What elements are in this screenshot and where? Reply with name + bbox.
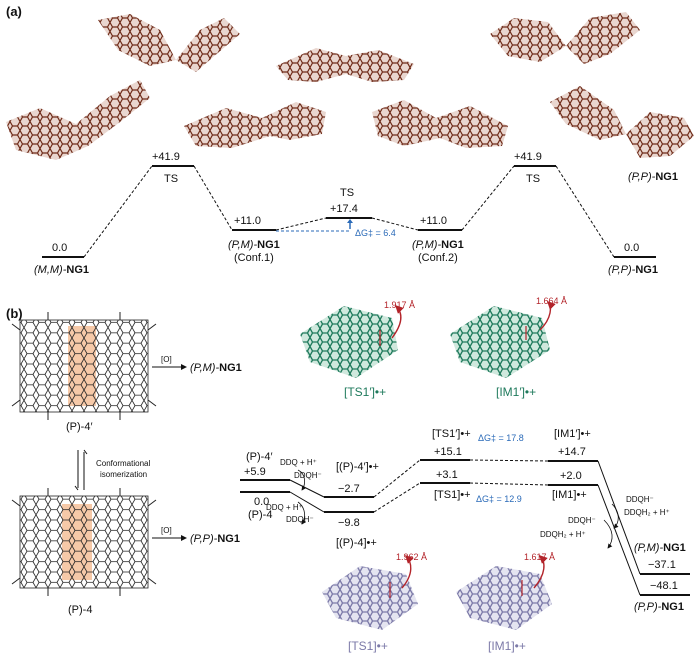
conf1-sub: (Conf.1)	[234, 252, 274, 264]
rc-prime-label: [(P)-4′]•+	[336, 461, 379, 473]
ddqh2-right-2: DDQH₂ + H⁺	[540, 530, 586, 539]
p-4-energy: 0.0	[254, 496, 269, 508]
compound-p-4prime: (P)-4′	[66, 421, 93, 433]
compound-p-4: (P)-4	[68, 604, 92, 616]
ts-mid-energy: +17.4	[330, 203, 358, 215]
panel-a-label: (a)	[6, 4, 22, 19]
ts1-distance: 1.962 Å	[396, 552, 427, 562]
ts1-dg: ΔG‡ = 12.9	[476, 494, 522, 504]
top-product-label: (P,M)-NG1	[190, 362, 242, 374]
pm-ng1-profile-label: (P,M)-NG1	[634, 542, 686, 554]
ts-right-label: TS	[526, 173, 540, 185]
ddq-bottom: DDQ + H⁺	[266, 503, 303, 512]
p-4-profile-label: (P)-4	[248, 509, 272, 521]
conf2-energy: +11.0	[420, 215, 447, 227]
ts1-structure-label: [TS1]•+	[348, 639, 388, 653]
rc-label: [(P)-4]•+	[336, 537, 377, 549]
ts1prime-profile-label: [TS1′]•+	[432, 428, 471, 440]
conf1-energy: +11.0	[234, 215, 261, 227]
ts1prime-distance: 1.917 Å	[384, 300, 415, 310]
ddq-top: DDQ + H⁺	[280, 458, 317, 467]
molecule-render-pp-ng1	[550, 86, 694, 158]
conf2-label: (P,M)-NG1	[412, 239, 464, 251]
equilibrium-line1: Conformational	[96, 459, 150, 468]
molecule-render-ts-left	[98, 14, 240, 72]
oxidant-top: [O]	[161, 355, 172, 364]
im1-distance: 1.617 Å	[524, 552, 555, 562]
ts-mid-dg: ΔG‡ = 6.4	[355, 228, 396, 238]
conf1-label: (P,M)-NG1	[228, 239, 280, 251]
ddqh-right-1: DDQH⁻	[626, 495, 654, 504]
structure-render-ts1	[322, 555, 418, 630]
ddqh2-right-1: DDQH₂ + H⁺	[624, 508, 670, 517]
ts-right-energy: +41.9	[514, 151, 542, 163]
molecule-render-ts-mid	[276, 48, 414, 82]
equilibrium-line2: isomerization	[100, 470, 147, 479]
bottom-product-label: (P,P)-NG1	[190, 533, 240, 545]
molecule-render-ts-right	[490, 12, 640, 64]
panel-b-energy-profile	[240, 459, 690, 596]
mm-ng1-label: (M,M)-NG1	[34, 264, 89, 276]
structure-p-4	[11, 488, 157, 596]
oxidant-bottom: [O]	[161, 526, 172, 535]
structure-render-im1	[456, 555, 552, 630]
ts1-energy: +3.1	[436, 469, 458, 481]
structure-render-im1prime	[450, 301, 556, 378]
p-4prime-energy: +5.9	[244, 466, 266, 478]
pm-ng1-energy: −37.1	[648, 559, 676, 571]
pp-ng1-top-label: (P,P)-NG1	[628, 171, 678, 183]
ts1prime-structure-label: [TS1′]•+	[344, 385, 386, 399]
molecule-render-conf1	[184, 102, 326, 148]
rc-prime-energy: −2.7	[338, 483, 360, 495]
ddqh-top: DDQH⁻	[294, 471, 322, 480]
pp-ng1-energy: 0.0	[624, 242, 639, 254]
mm-ng1-energy: 0.0	[52, 242, 67, 254]
ts1-profile-label: [TS1]•+	[434, 489, 471, 501]
panel-b-label: (b)	[6, 306, 23, 321]
ts-left-energy: +41.9	[152, 151, 180, 163]
conf2-sub: (Conf.2)	[418, 252, 458, 264]
rc-energy: −9.8	[338, 517, 360, 529]
pp-ng1-b-energy: −48.1	[650, 580, 678, 592]
molecule-render-conf2	[372, 100, 508, 148]
im1prime-energy: +14.7	[558, 446, 586, 458]
im1-energy: +2.0	[560, 470, 582, 482]
im1prime-profile-label: [IM1′]•+	[554, 428, 591, 440]
im1-structure-label: [IM1]•+	[488, 639, 526, 653]
molecule-render-mm-ng1	[6, 80, 150, 160]
ts-left-label: TS	[164, 173, 178, 185]
pp-ng1-label: (P,P)-NG1	[608, 264, 658, 276]
im1prime-structure-label: [IM1′]•+	[496, 385, 536, 399]
im1prime-distance: 1.664 Å	[536, 296, 567, 306]
equilibrium-arrows	[74, 449, 88, 491]
ddqh-bottom: DDQH⁻	[286, 515, 314, 524]
im1-profile-label: [IM1]•+	[552, 489, 587, 501]
p-4prime-profile-label: (P)-4′	[246, 451, 273, 463]
ts-mid-label: TS	[340, 187, 354, 199]
ts1prime-energy: +15.1	[434, 446, 462, 458]
ddqh-right-2: DDQH⁻	[568, 516, 596, 525]
panel-a-energy-profile	[42, 165, 656, 258]
structure-p-4prime	[11, 312, 157, 420]
pp-ng1-b-profile-label: (P,P)-NG1	[634, 601, 684, 613]
ts1prime-dg: ΔG‡ = 17.8	[478, 433, 524, 443]
structure-render-ts1prime	[300, 305, 404, 378]
